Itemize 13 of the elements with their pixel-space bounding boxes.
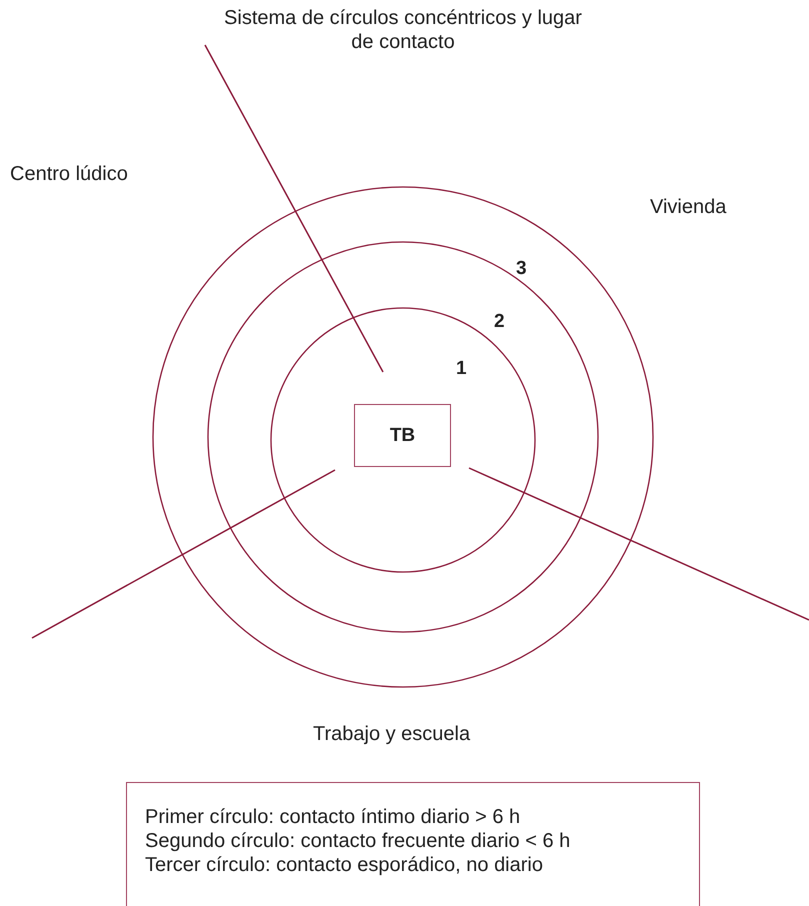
box-label: TB [390,424,416,446]
legend-text: Tercer círculo: contacto esporádico, no diario [145,853,543,877]
ring-number: 3 [516,258,527,280]
legend-box [126,782,700,906]
diagram-title: Sistema de círculos concéntricos y lugar de contacto [223,6,583,54]
sector-label: Trabajo y escuela [313,722,470,746]
legend-text: Primer círculo: contacto íntimo diario > 6 h [145,805,520,829]
legend-text: Segundo círculo: contacto frecuente diario < 6 h [145,829,570,853]
ring-number: 1 [456,358,467,380]
center-box [354,404,451,467]
sector-label: Centro lúdico [10,162,128,186]
sector-label: Vivienda [650,195,726,219]
ring-number: 2 [494,311,505,333]
